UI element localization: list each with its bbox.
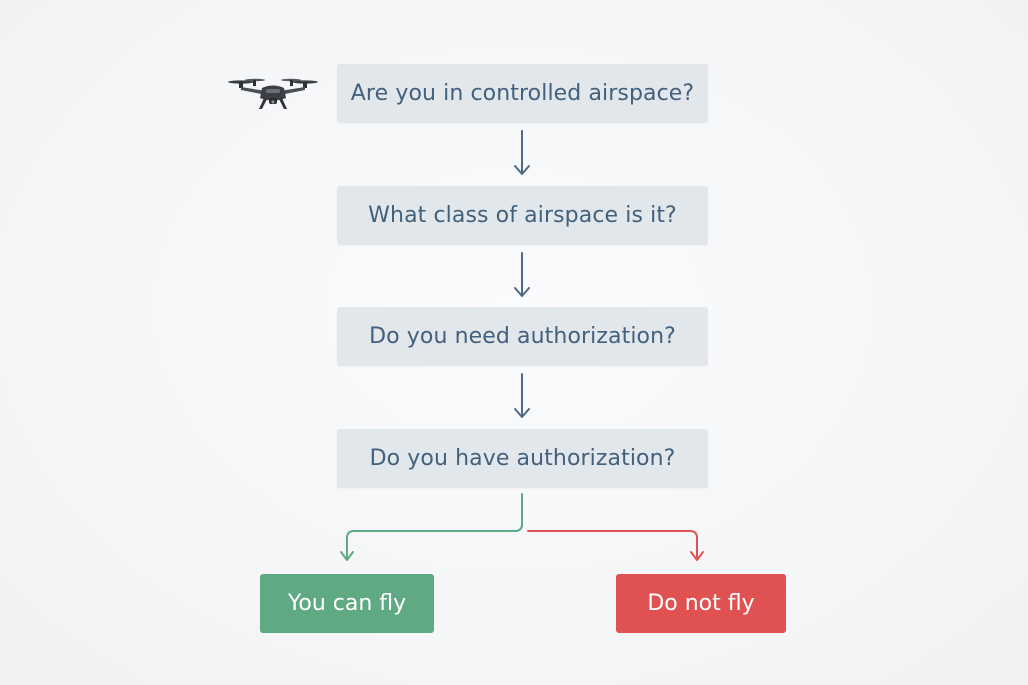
step-airspace-class: What class of airspace is it? bbox=[337, 186, 708, 245]
outcome-do-not-fly: Do not fly bbox=[616, 574, 786, 633]
drone-icon bbox=[228, 78, 318, 109]
outcome-no-label: Do not fly bbox=[647, 591, 755, 616]
step-controlled-airspace: Are you in controlled airspace? bbox=[337, 64, 708, 123]
step-label: Are you in controlled airspace? bbox=[350, 81, 695, 106]
down-arrow-icon bbox=[514, 130, 530, 175]
step-label: What class of airspace is it? bbox=[368, 203, 677, 228]
down-arrow-icon bbox=[514, 252, 530, 297]
step-label: Do you have authorization? bbox=[369, 446, 676, 471]
no-branch-arrow bbox=[527, 530, 704, 561]
yes-branch-arrow bbox=[340, 493, 523, 561]
outcome-yes-label: You can fly bbox=[287, 591, 407, 616]
outcome-can-fly: You can fly bbox=[260, 574, 434, 633]
step-label: Do you need authorization? bbox=[369, 324, 676, 349]
step-have-authorization: Do you have authorization? bbox=[337, 429, 708, 488]
step-need-authorization: Do you need authorization? bbox=[337, 307, 708, 366]
down-arrow-icon bbox=[514, 373, 530, 418]
